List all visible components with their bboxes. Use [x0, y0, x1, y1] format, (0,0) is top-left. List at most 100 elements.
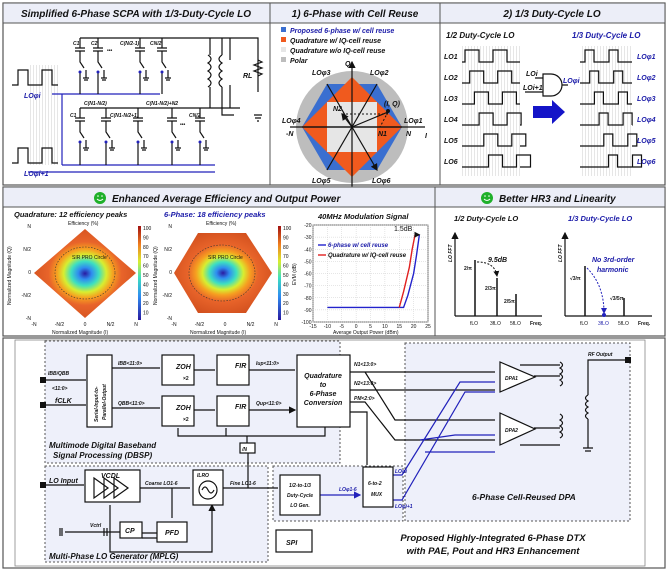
- spi-label: SPI: [286, 540, 298, 547]
- lo-third-duty-waveform: [580, 91, 632, 105]
- heatmap-ylabel: Normalized Magnitude (Q): [7, 246, 13, 305]
- n-label: N: [406, 131, 412, 138]
- mux-output-label: LOφi: [395, 469, 407, 475]
- series-line-2: [398, 234, 416, 308]
- scpa-circuit: [12, 37, 264, 173]
- efficiency-title: Enhanced Average Efficiency and Output P…: [112, 194, 341, 205]
- lo-label: LO5: [444, 138, 458, 145]
- heatmap-y-tick: N: [27, 224, 31, 230]
- colorbar-tick: 40: [143, 282, 149, 288]
- y-tick-label: -40: [304, 247, 311, 253]
- heatmap-y-tick: N/2: [164, 247, 172, 253]
- colorbar-tick: 80: [143, 245, 149, 251]
- smiley-icon: [94, 192, 106, 204]
- ground-icon: [83, 70, 89, 81]
- neg-n-label: -N: [286, 131, 294, 138]
- quad-block-label: to: [320, 382, 327, 389]
- freq-tick: 3fLO: [598, 321, 609, 327]
- hr3-right-title: 1/3 Duty-Cycle LO: [568, 214, 632, 223]
- gate-input-1: LOi: [526, 71, 539, 78]
- pfd-label: PFD: [165, 530, 179, 537]
- mux-block: [362, 466, 394, 508]
- y-tick-label: -100: [301, 320, 311, 326]
- switched-capacitor: [93, 38, 103, 94]
- x-tick-label: -15: [309, 324, 316, 330]
- lo-third-duty-waveform: [580, 133, 638, 147]
- x-tick-label: 25: [425, 324, 431, 330]
- y-tick-label: -60: [304, 272, 311, 278]
- n2-label: N2: [333, 106, 342, 113]
- colorbar-tick: 80: [283, 245, 289, 251]
- switch-node: [78, 140, 82, 144]
- quadrature-efficiency-heatmap: [34, 229, 136, 318]
- dpa1-label: DPA1: [505, 376, 518, 382]
- zoh-block-q: [161, 395, 195, 427]
- legend-label: Quadrature w/ IQ-cell reuse: [290, 38, 381, 45]
- lo-bottom-label: LOφi+1: [24, 171, 49, 178]
- constellation: [290, 62, 425, 190]
- colorbar-tick: 60: [283, 264, 289, 270]
- colorbar-tick: 30: [283, 292, 289, 298]
- cap-label: C(N/2-1): [120, 41, 140, 47]
- heatmap-y-tick: -N: [167, 316, 173, 322]
- iup-label: Iup<11:0>: [256, 361, 279, 367]
- cap-label: C2: [91, 41, 98, 47]
- and-gate: [525, 73, 568, 124]
- pm-label: PM<2:0>: [354, 396, 375, 402]
- x-tick-label: -5: [340, 324, 345, 330]
- lo-phi2-label: LOφ2: [370, 70, 389, 77]
- duty-cycle-gen-block: [279, 474, 321, 516]
- grid-background: [462, 46, 520, 176]
- cap-label: CN/2: [189, 113, 201, 119]
- half-duty-title: 1/2 Duty-Cycle LO: [446, 31, 515, 40]
- hr3-ylabel: LO FFT: [558, 244, 564, 262]
- clk-input-label: fCLK: [55, 398, 73, 405]
- y-tick-label: -30: [304, 235, 311, 241]
- mux-output-label: LOφi+1: [395, 504, 413, 510]
- colorbar-tick: 100: [143, 226, 152, 232]
- harmonic-value: √3/5π: [610, 296, 624, 302]
- heatmap-y-tick: -N/2: [163, 293, 173, 299]
- hr3-annotation: No 3rd-order: [592, 257, 636, 264]
- rf-output-pad: [625, 357, 631, 363]
- lo-phi1-label: LOφ1: [404, 118, 423, 125]
- middle-header-bar: [2, 186, 666, 208]
- system-block-frame: [14, 339, 646, 567]
- colorbar-tick: 30: [143, 292, 149, 298]
- hr3-annotation: 9.5dB: [488, 257, 507, 264]
- six-phase-title: 1) 6-Phase with Cell Reuse: [292, 9, 419, 20]
- freq-tick: 5fLO: [618, 321, 629, 327]
- input-pad: [40, 482, 46, 488]
- heatmap-xlabel: Normalized Magnitude (I): [190, 330, 246, 336]
- system-wiring: [40, 355, 631, 553]
- heatmap-y-tick: N: [168, 224, 172, 230]
- mplg-region: [44, 465, 269, 563]
- x-tick-label: 20: [411, 324, 417, 330]
- contour-label: SIR PRO Circle: [208, 255, 243, 261]
- colorbar: [278, 226, 281, 320]
- freq-label: Freq.: [530, 321, 543, 327]
- colorbar-tick: 90: [283, 235, 289, 241]
- lo-half-duty-waveform: [462, 91, 520, 105]
- chart-annotation: 1.5dB: [394, 226, 413, 233]
- lo-phi3-label: LOφ3: [312, 70, 331, 77]
- duty-title: 2) 1/3 Duty-Cycle LO: [502, 9, 600, 20]
- rf-output-label: RF Output: [588, 352, 613, 358]
- colorbar: [138, 226, 141, 320]
- zoh-factor: ×2: [183, 376, 189, 382]
- chart-xlabel: Average Output Power (dBm): [333, 330, 399, 336]
- lo-phi-label: LOφ5: [637, 138, 656, 145]
- switch-node: [104, 140, 108, 144]
- heatmap-x-tick: -N: [31, 322, 37, 328]
- switched-capacitor: [133, 108, 143, 165]
- series-line-1: [327, 234, 421, 309]
- lo-half-duty-waveform: [462, 133, 527, 147]
- heatmap-y-tick: 0: [169, 270, 172, 276]
- switch-node: [160, 70, 164, 74]
- heatmap-x-tick: N/2: [247, 322, 255, 328]
- lo-half-duty-waveform: [462, 49, 520, 63]
- coarse-lo-label: Coarse LO1-6: [145, 481, 178, 487]
- contour-label: SIR PRO Circle: [72, 255, 107, 261]
- lo-third-duty-waveform: [580, 70, 632, 84]
